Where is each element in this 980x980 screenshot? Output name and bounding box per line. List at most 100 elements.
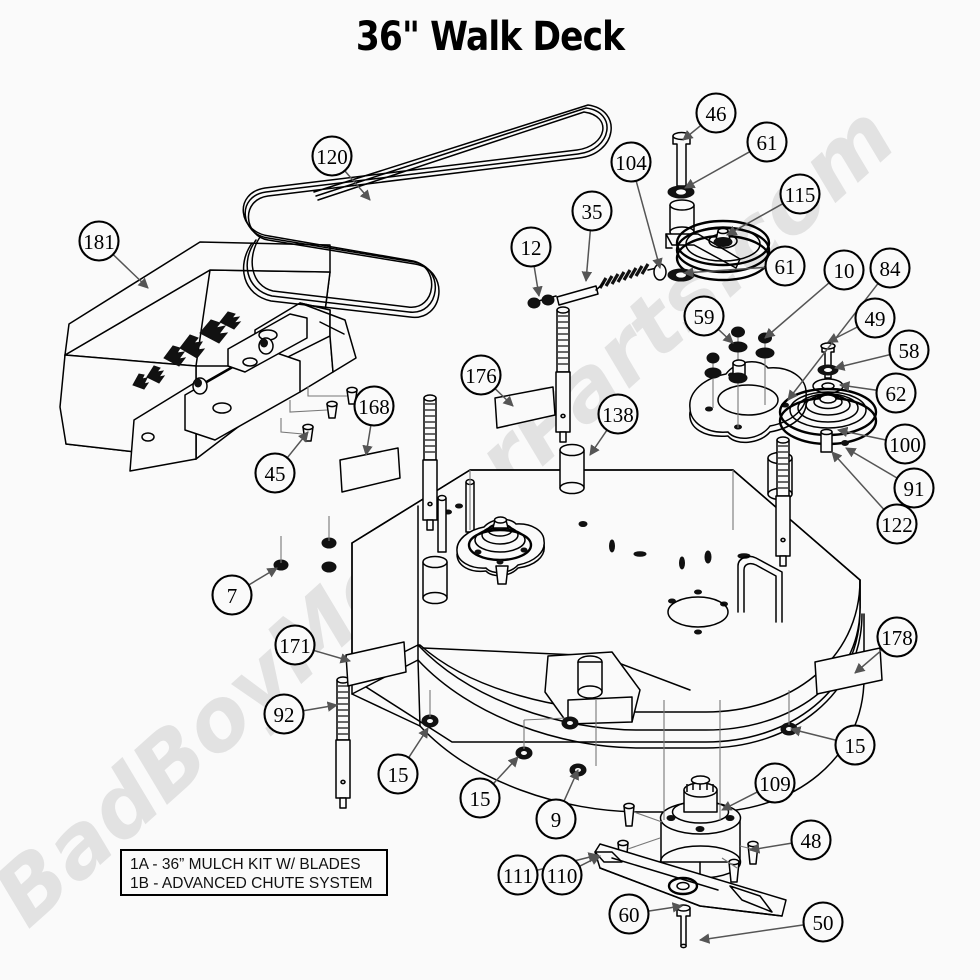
callout-circle[interactable]: [869, 247, 911, 289]
callout-176-decal-176[interactable]: 176: [460, 354, 502, 396]
callout-number: 181: [83, 230, 115, 254]
callout-circle[interactable]: [377, 753, 419, 795]
callout-number: 50: [813, 911, 834, 935]
callout-59-spindle-mount-hardware[interactable]: 59: [683, 295, 725, 337]
callout-171-decal-171[interactable]: 171: [274, 624, 316, 666]
callout-number: 9: [551, 808, 562, 832]
callout-circle[interactable]: [854, 297, 896, 339]
callout-circle[interactable]: [353, 385, 395, 427]
callout-120-deck-drive-belt[interactable]: 120: [311, 135, 353, 177]
leader-line-decal-171: [313, 649, 352, 664]
callout-number: 171: [279, 634, 311, 658]
callout-circle[interactable]: [876, 503, 918, 545]
callout-number: 35: [582, 200, 603, 224]
callout-circle[interactable]: [541, 854, 583, 896]
legend-line-2: 1B - ADVANCED CHUTE SYSTEM: [130, 875, 373, 892]
callout-circle[interactable]: [695, 92, 737, 134]
leader-line-decal-168: [362, 425, 373, 457]
callout-circle[interactable]: [888, 329, 930, 371]
callout-number: 92: [274, 703, 295, 727]
leader-line-blade-bolt-50: [698, 924, 804, 944]
callout-circle[interactable]: [571, 190, 613, 232]
callout-109-blade-spindle-assembly[interactable]: 109: [754, 762, 796, 804]
callout-9-lock-nut-9[interactable]: 9: [535, 798, 577, 840]
leader-line-standard-blade-110: [579, 855, 601, 867]
callout-number: 15: [388, 763, 409, 787]
part-deck-spindle-left: [456, 516, 545, 585]
callout-61-flat-washer-61-top[interactable]: 61: [746, 121, 788, 163]
callout-7-washer-7[interactable]: 7: [211, 574, 253, 616]
callout-92-anti-scalp-roller-bolt[interactable]: 92: [263, 693, 305, 735]
callout-49-hex-bolt-49[interactable]: 49: [854, 297, 896, 339]
callout-number: 60: [619, 903, 640, 927]
callout-circle[interactable]: [78, 220, 120, 262]
callout-circle[interactable]: [764, 245, 806, 287]
callout-circle[interactable]: [610, 141, 652, 183]
callout-circle[interactable]: [790, 819, 832, 861]
callout-91-key-91[interactable]: 91: [893, 467, 935, 509]
callout-circle[interactable]: [311, 135, 353, 177]
callout-circle[interactable]: [608, 893, 650, 935]
callout-122-spindle-shaft-122[interactable]: 122: [876, 503, 918, 545]
callout-circle[interactable]: [459, 777, 501, 819]
callout-48-hex-bolt-48[interactable]: 48: [790, 819, 832, 861]
leader-line-blade-washer-60: [648, 902, 684, 913]
callout-178-decal-178[interactable]: 178: [876, 616, 918, 658]
callout-circle[interactable]: [497, 854, 539, 896]
callout-50-blade-bolt-50[interactable]: 50: [802, 901, 844, 943]
callout-12-spring-anchor-nut[interactable]: 12: [510, 226, 552, 268]
callout-circle[interactable]: [876, 616, 918, 658]
callout-circle[interactable]: [823, 249, 865, 291]
callout-circle[interactable]: [875, 372, 917, 414]
callout-circle[interactable]: [683, 295, 725, 337]
callout-46-hex-bolt-46[interactable]: 46: [695, 92, 737, 134]
callout-168-decal-168[interactable]: 168: [353, 385, 395, 427]
callout-circle[interactable]: [211, 574, 253, 616]
callout-number: 48: [801, 829, 822, 853]
callout-15-lock-nut-15-a[interactable]: 15: [377, 753, 419, 795]
callout-138-anti-scalp-roller-spacer[interactable]: 138: [597, 393, 639, 435]
part-mower-blade: [594, 843, 787, 949]
callout-circle[interactable]: [274, 624, 316, 666]
callout-circle[interactable]: [263, 693, 305, 735]
callout-circle[interactable]: [535, 798, 577, 840]
callout-circle[interactable]: [834, 724, 876, 766]
callout-110-standard-blade-110[interactable]: 110: [541, 854, 583, 896]
callout-58-lock-washer-58[interactable]: 58: [888, 329, 930, 371]
callout-84-spindle-mounting-plate[interactable]: 84: [869, 247, 911, 289]
callout-number: 120: [316, 145, 348, 169]
callout-45-carriage-bolt[interactable]: 45: [254, 452, 296, 494]
callout-62-flat-washer-62[interactable]: 62: [875, 372, 917, 414]
callout-circle[interactable]: [802, 901, 844, 943]
callout-60-blade-washer-60[interactable]: 60: [608, 893, 650, 935]
callout-circle[interactable]: [460, 354, 502, 396]
callout-15-lock-nut-15-c[interactable]: 15: [834, 724, 876, 766]
callout-circle[interactable]: [510, 226, 552, 268]
leader-line-anti-scalp-roller-bolt: [303, 701, 339, 712]
callout-circle[interactable]: [779, 173, 821, 215]
callout-115-idler-pulley[interactable]: 115: [779, 173, 821, 215]
callout-circle[interactable]: [254, 452, 296, 494]
callout-15-lock-nut-15-b[interactable]: 15: [459, 777, 501, 819]
callout-circle[interactable]: [597, 393, 639, 435]
callout-circle[interactable]: [754, 762, 796, 804]
leader-line-blade-spindle-assembly: [721, 791, 758, 811]
callout-10-lock-nut-10[interactable]: 10: [823, 249, 865, 291]
callout-181-discharge-chute-assembly[interactable]: 181: [78, 220, 120, 262]
callout-circle[interactable]: [893, 467, 935, 509]
callout-100-spindle-drive-pulley[interactable]: 100: [884, 423, 926, 465]
leader-line-flat-washer-62: [838, 381, 877, 392]
callout-104-idler-arm[interactable]: 104: [610, 141, 652, 183]
callout-circle[interactable]: [884, 423, 926, 465]
callout-number: 46: [706, 102, 727, 126]
callout-number: 10: [834, 259, 855, 283]
callout-61-flat-washer-61-bottom[interactable]: 61: [764, 245, 806, 287]
leader-line-flat-washer-61-bottom: [682, 266, 766, 278]
leader-line-spindle-mount-hardware: [717, 328, 734, 344]
callout-circle[interactable]: [746, 121, 788, 163]
callout-number: 109: [759, 772, 791, 796]
leader-line-discharge-chute-assembly: [112, 253, 149, 289]
callout-35-idler-tension-spring[interactable]: 35: [571, 190, 613, 232]
callout-111-mulching-blade-111[interactable]: 111: [497, 854, 539, 896]
